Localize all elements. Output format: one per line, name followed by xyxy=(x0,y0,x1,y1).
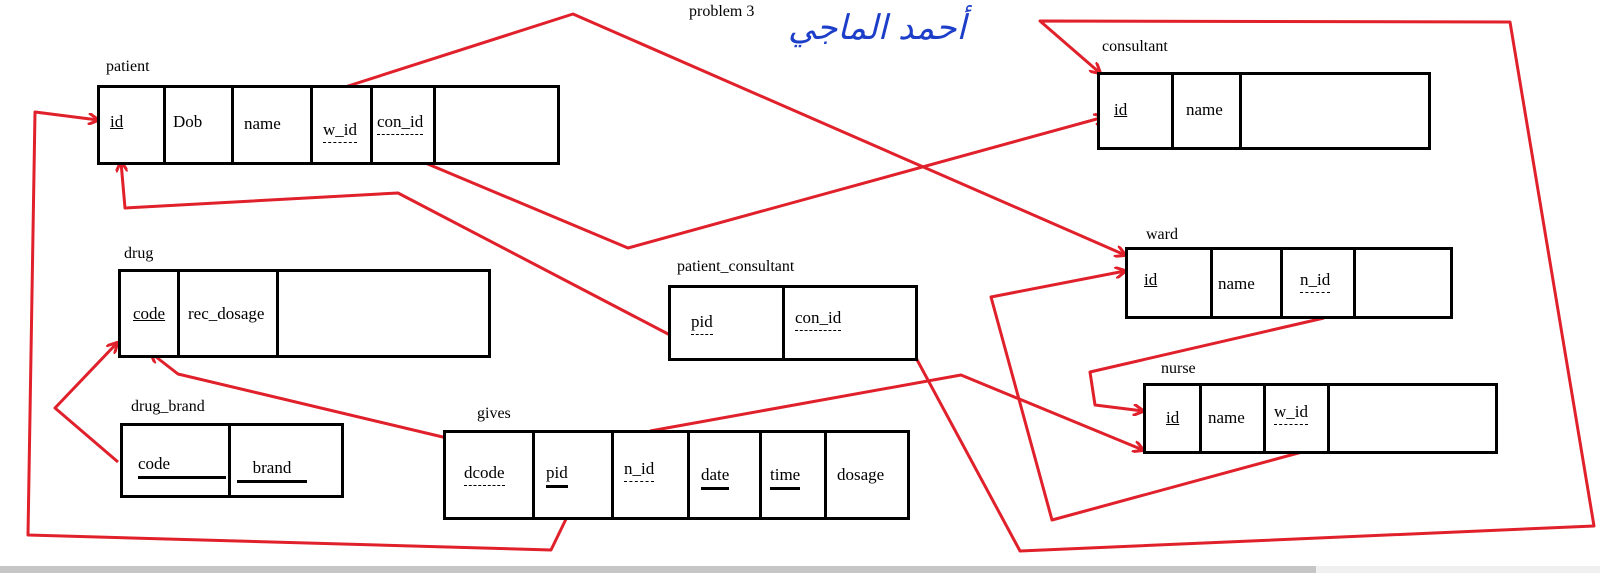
column-divider xyxy=(1239,73,1242,149)
table-name-gives: gives xyxy=(477,405,511,422)
column-divider xyxy=(163,86,166,164)
table-name-nurse: nurse xyxy=(1161,360,1196,377)
field-gives-pid: pid xyxy=(546,463,568,488)
field-ward-id: id xyxy=(1144,270,1158,289)
table-ward: id name n_id xyxy=(1125,247,1453,319)
field-gives-dcode: dcode xyxy=(464,463,505,486)
column-divider xyxy=(782,286,785,360)
field-nurse-id: id xyxy=(1166,408,1180,427)
column-divider xyxy=(1280,248,1283,318)
horizontal-scrollbar-thumb[interactable] xyxy=(0,566,1316,573)
arrow-nurse-wid-to-ward xyxy=(989,271,1303,522)
column-divider xyxy=(1199,384,1202,453)
arrow-gives-dcode-to-drug xyxy=(151,353,448,440)
table-gives: dcode pid n_id date time dosage xyxy=(443,430,910,520)
table-name-patient: patient xyxy=(106,58,150,75)
column-divider xyxy=(1263,384,1266,453)
arrow-ward-nid-to-nurse xyxy=(1088,316,1325,411)
table-name-drug: drug xyxy=(124,245,154,262)
table-name-ward: ward xyxy=(1146,226,1178,243)
column-divider xyxy=(687,431,690,519)
column-divider xyxy=(228,424,231,497)
column-divider xyxy=(532,431,535,519)
column-divider xyxy=(433,86,436,164)
field-drug-brand-code: code xyxy=(138,454,226,479)
field-gives-date: date xyxy=(701,465,730,490)
column-divider xyxy=(759,431,762,519)
field-patient-name: name xyxy=(244,114,281,133)
column-divider xyxy=(1327,384,1330,453)
field-drug-rec-dosage: rec_dosage xyxy=(188,304,265,323)
field-consultant-name: name xyxy=(1186,100,1223,119)
field-drug-code: code xyxy=(133,304,166,323)
field-patient-id: id xyxy=(110,112,124,131)
column-divider xyxy=(310,86,313,164)
column-divider xyxy=(177,270,180,357)
field-patient-con-id: con_id xyxy=(377,112,424,135)
table-patient-consultant: pid con_id xyxy=(668,285,918,361)
table-patient: id Dob name w_id con_id xyxy=(97,85,560,165)
field-ward-name: name xyxy=(1218,274,1255,293)
field-gives-time: time xyxy=(770,465,801,490)
author-signature: أحمد الماجي xyxy=(788,8,966,48)
table-drug-brand: code brand xyxy=(120,423,344,498)
column-divider xyxy=(824,431,827,519)
field-nurse-w-id: w_id xyxy=(1274,402,1308,425)
table-drug: code rec_dosage xyxy=(118,269,491,358)
field-gives-dosage: dosage xyxy=(837,465,885,484)
table-name-consultant: consultant xyxy=(1102,38,1168,55)
table-name-drug-brand: drug_brand xyxy=(131,398,205,415)
field-ward-n-id: n_id xyxy=(1300,270,1331,293)
column-divider xyxy=(1171,73,1174,149)
field-drug-brand-brand: brand xyxy=(237,458,307,483)
arrow-pc-pid-to-patient xyxy=(121,162,671,337)
column-divider xyxy=(370,86,373,164)
arrow-drugbrand-code-to-drug xyxy=(53,343,118,464)
arrow-pc-conid-to-consultant xyxy=(913,19,1596,553)
field-gives-n-id: n_id xyxy=(624,459,655,482)
column-divider xyxy=(1353,248,1356,318)
field-patient-dob: Dob xyxy=(173,112,203,131)
arrow-gives-nid-to-nurse xyxy=(649,373,1143,450)
table-nurse: id name w_id xyxy=(1143,383,1498,454)
arrow-patient-wid-to-ward xyxy=(344,12,1125,255)
column-divider xyxy=(1210,248,1213,318)
field-pc-con-id: con_id xyxy=(795,308,842,331)
field-consultant-id: id xyxy=(1114,100,1128,119)
field-pc-pid: pid xyxy=(691,312,713,335)
column-divider xyxy=(611,431,614,519)
arrow-patient-conid-to-consultant xyxy=(422,117,1104,250)
table-consultant: id name xyxy=(1097,72,1431,150)
diagram-title: problem 3 xyxy=(689,3,755,20)
column-divider xyxy=(276,270,279,357)
table-name-patient-consultant: patient_consultant xyxy=(677,258,795,275)
field-nurse-name: name xyxy=(1208,408,1245,427)
arrow-gives-pid-to-patient xyxy=(26,110,569,552)
field-patient-w-id: w_id xyxy=(323,120,357,143)
column-divider xyxy=(231,86,234,164)
